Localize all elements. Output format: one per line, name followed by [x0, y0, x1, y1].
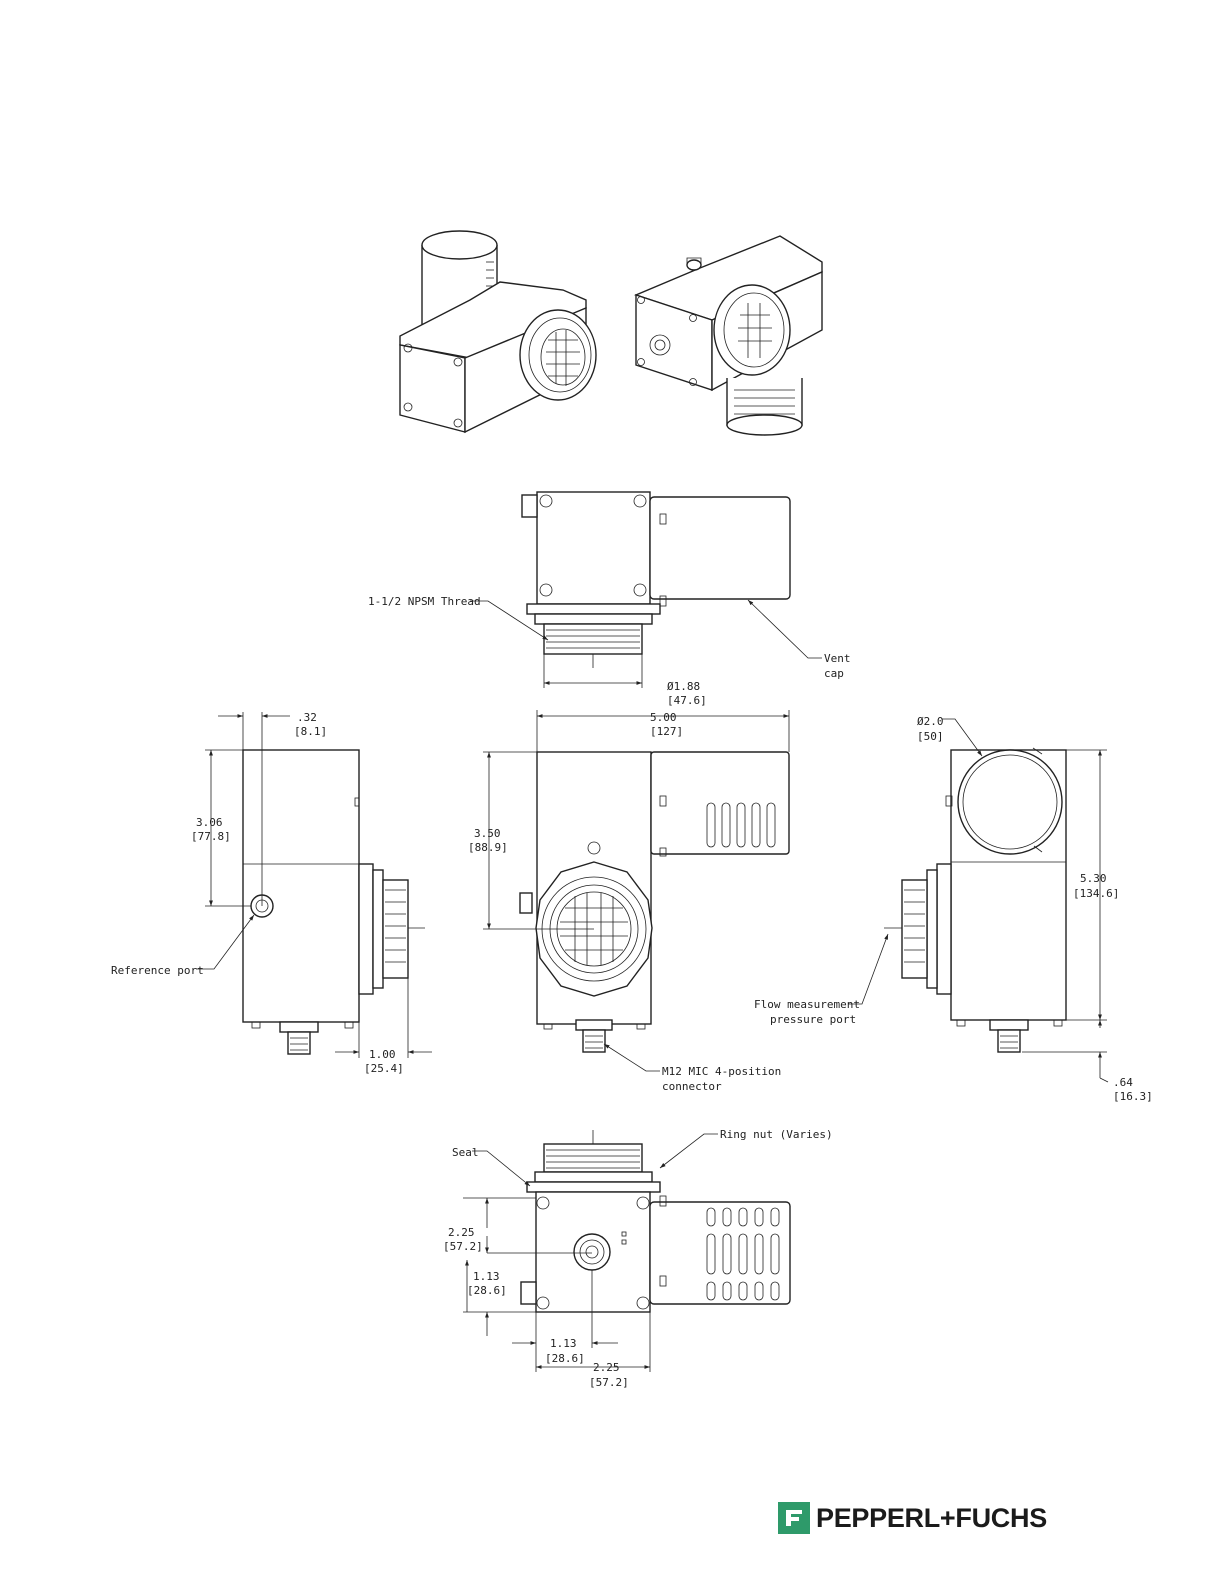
right-side-view [848, 719, 1108, 1082]
label-connector-2: connector [662, 1080, 722, 1093]
left-side-view [196, 712, 432, 1058]
dim-dia-20-mm: [50] [917, 730, 944, 743]
label-vent-cap-1: Vent [824, 652, 851, 665]
brand-name: PEPPERL+FUCHS [816, 1503, 1047, 1534]
dim-032-mm: [8.1] [294, 725, 327, 738]
dim-100-mm: [25.4] [364, 1062, 404, 1075]
dim-530: 5.30 [1080, 872, 1107, 885]
label-thread: 1-1/2 NPSM Thread [368, 595, 481, 608]
dim-350-mm: [88.9] [468, 841, 508, 854]
dim-225-v-mm: [57.2] [443, 1240, 483, 1253]
dim-113-h: 1.13 [550, 1337, 577, 1350]
brand-logo: PEPPERL+FUCHS [778, 1500, 1047, 1536]
dim-113-v-mm: [28.6] [467, 1284, 507, 1297]
dim-113-h-mm: [28.6] [545, 1352, 585, 1365]
isometric-view-right [636, 236, 822, 435]
dim-064: .64 [1113, 1076, 1133, 1089]
dim-dia-188: Ø1.88 [667, 680, 700, 693]
label-connector-1: M12 MIC 4-position [662, 1065, 781, 1078]
dim-530-mm: [134.6] [1073, 887, 1119, 900]
front-view [483, 710, 789, 1071]
dim-100: 1.00 [369, 1048, 396, 1061]
dim-500: 5.00 [650, 711, 677, 724]
dim-225-v: 2.25 [448, 1226, 475, 1239]
top-view [470, 492, 822, 688]
dim-dia-20: Ø2.0 [917, 715, 944, 728]
label-vent-cap-2: cap [824, 667, 844, 680]
dim-306-mm: [77.8] [191, 830, 231, 843]
dim-032: .32 [297, 711, 317, 724]
dim-113-v: 1.13 [473, 1270, 500, 1283]
dim-500-mm: [127] [650, 725, 683, 738]
label-seal: Seal [452, 1146, 479, 1159]
label-flow-port-2: pressure port [770, 1013, 856, 1026]
brand-logo-icon [778, 1502, 810, 1534]
isometric-view-left [400, 231, 596, 432]
dim-225-h-mm: [57.2] [589, 1376, 629, 1389]
dim-064-mm: [16.3] [1113, 1090, 1153, 1103]
label-reference-port: Reference port [111, 964, 204, 977]
dim-dia-188-mm: [47.6] [667, 694, 707, 707]
dim-225-h: 2.25 [593, 1361, 620, 1374]
dim-350: 3.50 [474, 827, 501, 840]
label-flow-port-1: Flow measurement [754, 998, 860, 1011]
bottom-view [463, 1130, 790, 1372]
dim-306: 3.06 [196, 816, 223, 829]
label-ring-nut: Ring nut (Varies) [720, 1128, 833, 1141]
